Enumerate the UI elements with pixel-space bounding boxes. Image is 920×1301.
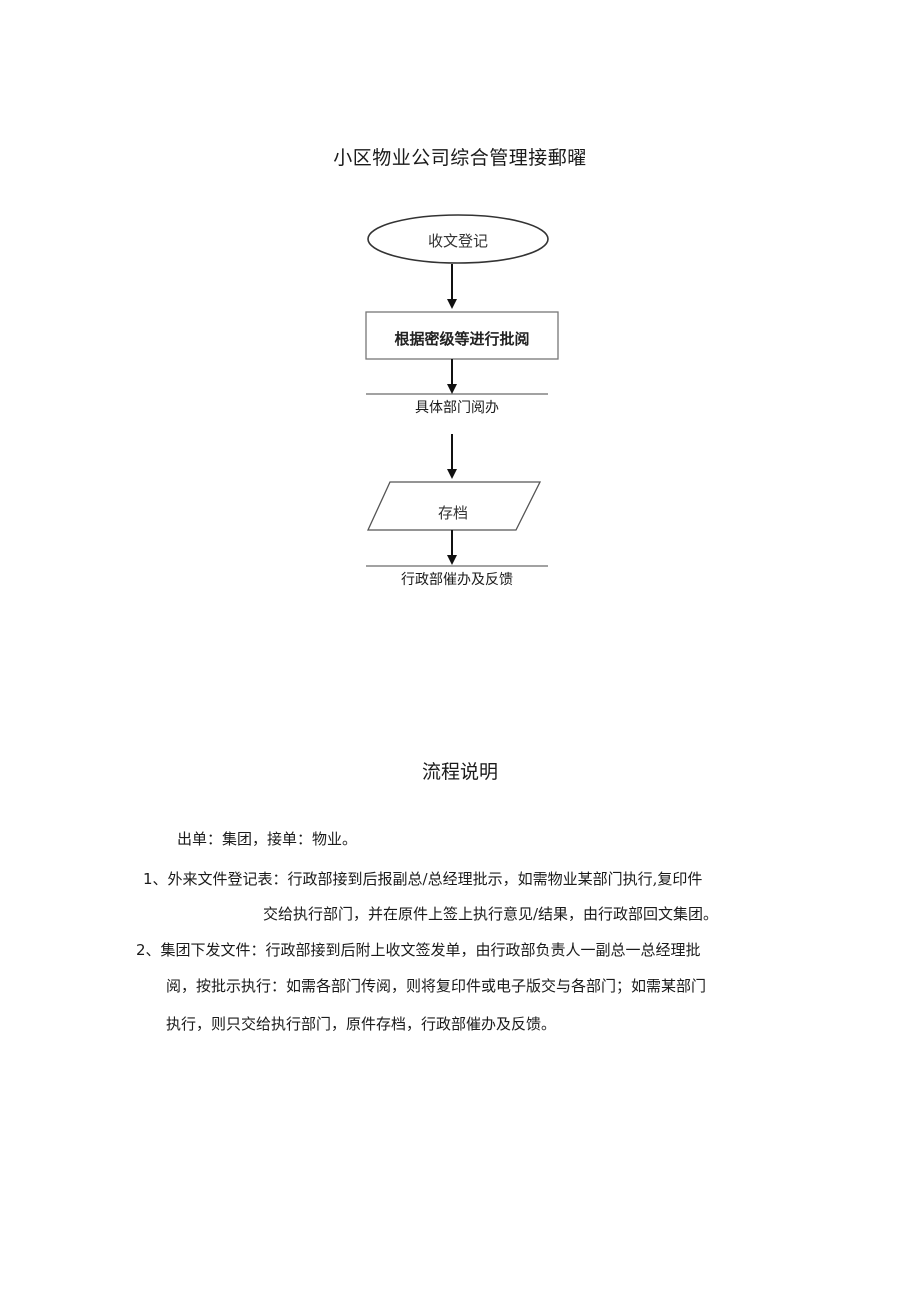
start-node-shape xyxy=(367,214,549,264)
item-2-text: 、集团下发文件：行政部接到后附上收文签发单，由行政部负责人一副总一总经理批 xyxy=(145,941,701,959)
item-2-line-2: 阅，按批示执行：如需各部门传阅，则将复印件或电子版交与各部门；如需某部门 xyxy=(166,977,707,995)
item-1-text: 、外来文件登记表：行政部接到后报副总/总经理批示，如需物业某部门执行,复印件 xyxy=(152,870,703,888)
item-1-line-2: 交给执行部门，并在原件上签上执行意见/结果，由行政部回文集团。 xyxy=(263,905,719,923)
item-2-number: 2 xyxy=(136,941,146,959)
document-title: 小区物业公司综合管理接郵曜 xyxy=(333,147,587,169)
flowchart xyxy=(365,214,559,567)
item-2-line-3: 执行，则只交给执行部门，原件存档，行政部催办及反馈。 xyxy=(166,1015,557,1033)
supervise-step-label: 行政部催办及反馈 xyxy=(401,572,513,588)
dept-step-label: 具体部门阅办 xyxy=(415,400,499,416)
start-node-label: 收文登记 xyxy=(427,232,488,250)
item-1-line-1: 1、外来文件登记表：行政部接到后报副总/总经理批示，如需物业某部门执行,复印件 xyxy=(143,870,702,888)
approve-node-label: 根据密级等进行批阅 xyxy=(394,330,530,348)
archive-node-label: 存档 xyxy=(437,504,468,522)
item-1-number: 1 xyxy=(143,870,153,888)
section-heading: 流程说明 xyxy=(421,761,498,783)
archive-node-shape xyxy=(366,481,542,531)
intro-paragraph: 出单：集团，接单：物业。 xyxy=(177,830,358,848)
approve-node-shape xyxy=(365,311,559,360)
item-2-line-1: 2、集团下发文件：行政部接到后附上收文签发单，由行政部负责人一副总一总经理批 xyxy=(136,941,701,959)
